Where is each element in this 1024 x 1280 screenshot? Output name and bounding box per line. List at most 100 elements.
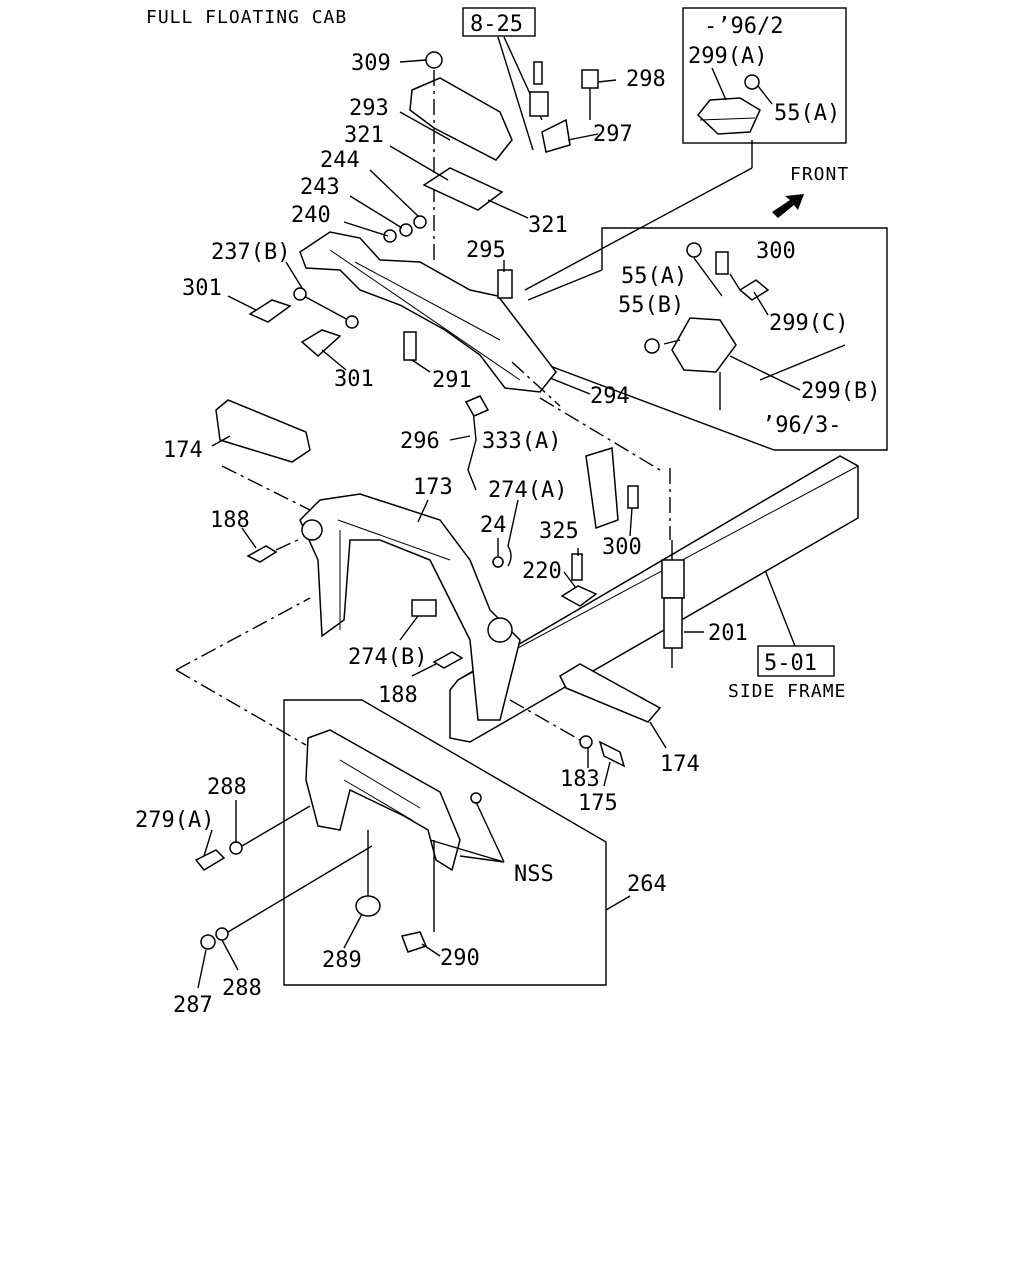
label-174-lower: 174 bbox=[660, 752, 700, 777]
washer-288-upper bbox=[229, 841, 243, 855]
label-290: 290 bbox=[440, 946, 480, 971]
bolt-279a bbox=[194, 849, 226, 871]
label-274b: 274(B) bbox=[348, 645, 427, 670]
ref-5-01-box[interactable] bbox=[757, 645, 835, 677]
label-309: 309 bbox=[351, 51, 391, 76]
inset-late-55a: 55(A) bbox=[621, 264, 687, 289]
crossmember-294 bbox=[299, 231, 557, 393]
bolt-300 bbox=[627, 485, 639, 509]
label-301-lower: 301 bbox=[334, 367, 374, 392]
label-325: 325 bbox=[539, 519, 579, 544]
inset-early-range: -’96/2 bbox=[704, 14, 783, 39]
ref-5-01-label: 5-01 bbox=[764, 651, 817, 676]
nss-stud bbox=[470, 792, 482, 804]
inset-early-55a: 55(A) bbox=[774, 101, 840, 126]
nut-244 bbox=[413, 215, 427, 229]
label-301-upper: 301 bbox=[182, 276, 222, 301]
nut-290 bbox=[400, 931, 428, 953]
bush-237b-a bbox=[293, 287, 307, 301]
plate-174-lower bbox=[559, 663, 662, 723]
plate-220 bbox=[560, 585, 598, 607]
label-288-upper: 288 bbox=[207, 775, 247, 800]
spring-274a bbox=[507, 545, 512, 567]
ref-8-25-label: 8-25 bbox=[470, 12, 523, 37]
bracket-173-hole-a bbox=[301, 519, 323, 541]
ref-8-25-box[interactable] bbox=[462, 7, 536, 37]
label-300: 300 bbox=[602, 535, 642, 560]
label-296: 296 bbox=[400, 429, 440, 454]
bolt-188-upper bbox=[246, 545, 278, 563]
label-279a: 279(A) bbox=[135, 808, 214, 833]
washer-243 bbox=[399, 223, 413, 237]
label-288-lower: 288 bbox=[222, 976, 262, 1001]
side-frame bbox=[449, 455, 859, 743]
washer-240 bbox=[383, 229, 397, 243]
bolt-300-late bbox=[715, 251, 729, 275]
mount-299c bbox=[738, 279, 770, 301]
washer-288-lower bbox=[215, 927, 229, 941]
cab-mount-bracket-264 bbox=[305, 729, 461, 872]
bolt-301-b bbox=[300, 329, 342, 358]
shock-201-lower bbox=[663, 597, 683, 649]
bracket-297 bbox=[541, 118, 571, 153]
bush-237b-b bbox=[345, 315, 359, 329]
label-220: 220 bbox=[522, 559, 562, 584]
label-291: 291 bbox=[432, 368, 472, 393]
clip-24 bbox=[492, 556, 504, 568]
pin-274b bbox=[411, 599, 437, 617]
label-183: 183 bbox=[560, 767, 600, 792]
nut-287 bbox=[200, 934, 216, 950]
bracket-293 bbox=[409, 77, 513, 161]
label-174-upper: 174 bbox=[163, 438, 203, 463]
mount-rubber-early bbox=[696, 97, 761, 135]
inset-early-299a: 299(A) bbox=[688, 44, 767, 69]
label-243: 243 bbox=[300, 175, 340, 200]
clip-296 bbox=[464, 395, 490, 417]
nut-309 bbox=[425, 51, 443, 69]
page-title: FULL FLOATING CAB bbox=[146, 7, 347, 28]
label-289: 289 bbox=[322, 948, 362, 973]
nut-55b bbox=[644, 338, 660, 354]
front-arrow-icon bbox=[772, 194, 804, 218]
harness-connector bbox=[533, 61, 543, 85]
label-287: 287 bbox=[173, 993, 213, 1018]
inset-early-box bbox=[682, 7, 847, 144]
label-240: 240 bbox=[291, 203, 331, 228]
bracket-173-hole-b bbox=[487, 617, 513, 643]
label-244: 244 bbox=[320, 148, 360, 173]
fitting-8-25 bbox=[529, 91, 549, 117]
side-frame-label: SIDE FRAME bbox=[728, 681, 846, 702]
bolt-295 bbox=[497, 269, 513, 299]
label-nss: NSS bbox=[514, 862, 554, 887]
label-274a: 274(A) bbox=[488, 478, 567, 503]
inset-late-299c: 299(C) bbox=[769, 311, 848, 336]
label-293: 293 bbox=[349, 96, 389, 121]
bolt-188-lower bbox=[432, 651, 464, 669]
bolt-298 bbox=[581, 69, 599, 89]
label-188-upper: 188 bbox=[210, 508, 250, 533]
label-201: 201 bbox=[708, 621, 748, 646]
label-237b: 237(B) bbox=[211, 240, 290, 265]
bolt-291 bbox=[403, 331, 417, 361]
label-298: 298 bbox=[626, 67, 666, 92]
nut-55a-early bbox=[744, 74, 760, 90]
label-294: 294 bbox=[590, 384, 630, 409]
label-295: 295 bbox=[466, 238, 506, 263]
washer-183 bbox=[579, 735, 593, 749]
cab-lock-333a bbox=[585, 447, 619, 530]
plate-321 bbox=[422, 167, 504, 211]
label-321-lower: 321 bbox=[528, 213, 568, 238]
label-333a: 333(A) bbox=[482, 429, 561, 454]
nss-subassembly-box bbox=[283, 699, 607, 986]
label-297: 297 bbox=[593, 122, 633, 147]
inset-late-300: 300 bbox=[756, 239, 796, 264]
label-321-upper: 321 bbox=[344, 123, 384, 148]
inset-late-range: ’96/3- bbox=[762, 413, 841, 438]
bush-289 bbox=[355, 895, 381, 917]
bolt-301-a bbox=[248, 299, 292, 323]
label-24: 24 bbox=[480, 513, 507, 538]
inset-late-299b: 299(B) bbox=[801, 379, 880, 404]
plate-174-upper bbox=[215, 399, 311, 463]
bolt-175 bbox=[598, 740, 626, 768]
